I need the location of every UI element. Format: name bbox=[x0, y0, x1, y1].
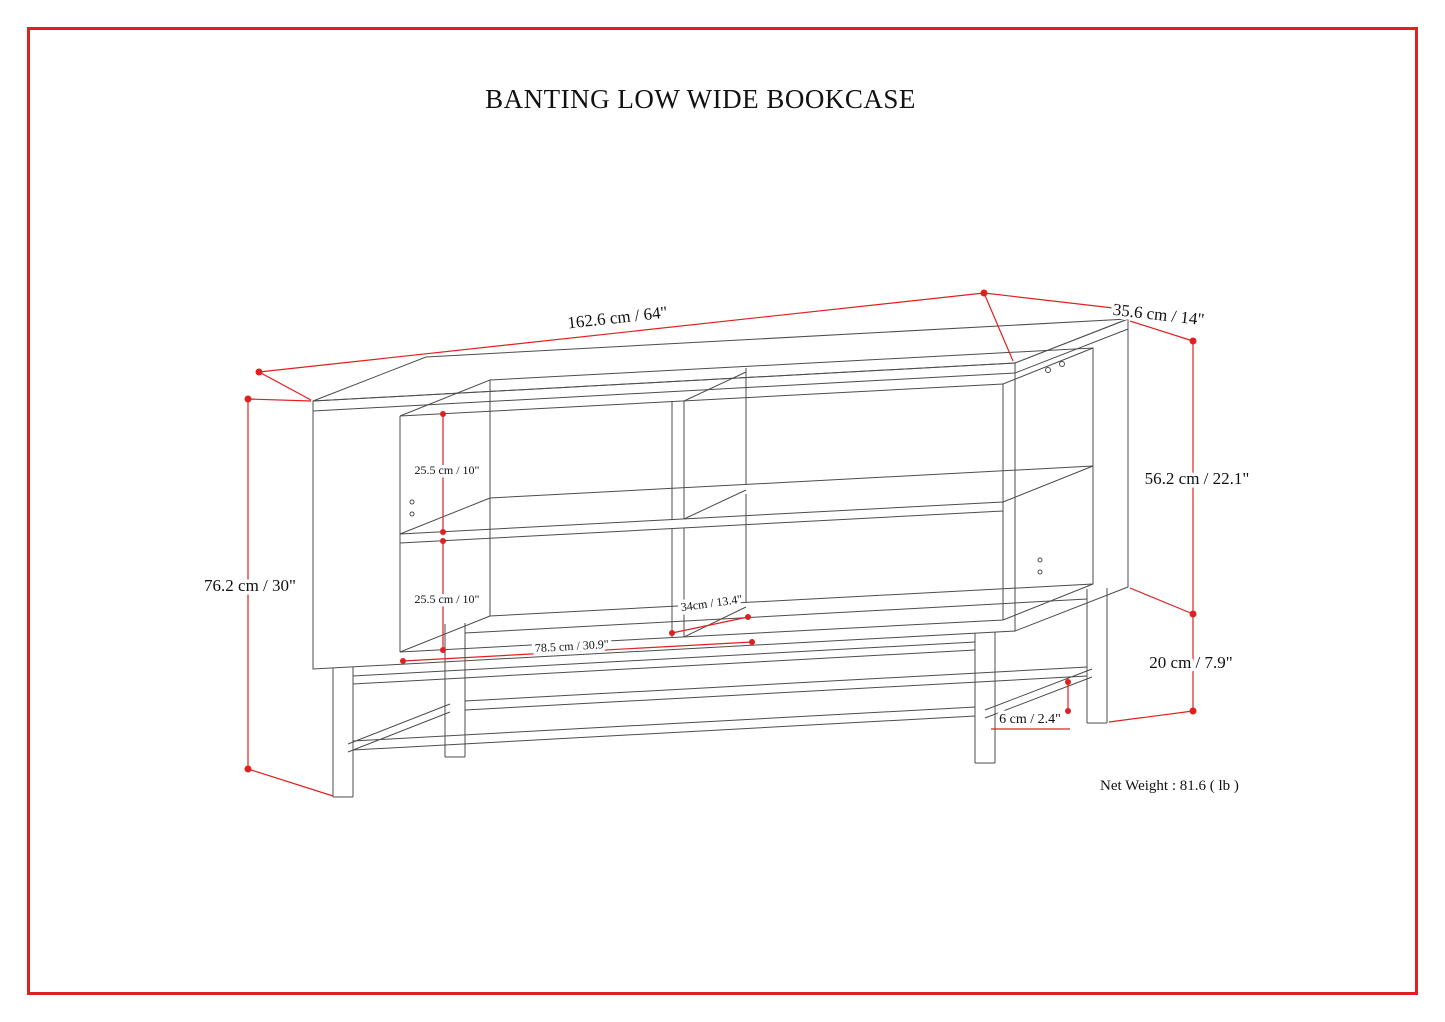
base-top-rails bbox=[352, 598, 1088, 685]
center-divider-lower bbox=[671, 494, 747, 638]
dimension-endpoints bbox=[244, 289, 1197, 773]
leg-back-right bbox=[1086, 588, 1108, 724]
interior-depth-edges bbox=[399, 347, 1094, 653]
dim-width-label: 162.6 cm / 64" bbox=[566, 303, 668, 333]
base-stretchers bbox=[347, 666, 1093, 753]
dim-opening-top-label: 25.5 cm / 10" bbox=[415, 463, 480, 477]
dim-interior-width-label: 78.5 cm / 30.9" bbox=[534, 637, 609, 655]
dim-overall-height-label: 76.2 cm / 30" bbox=[204, 576, 296, 595]
dim-line-depth bbox=[983, 292, 1123, 310]
net-weight-label: Net Weight : 81.6 ( lb ) bbox=[1100, 778, 1239, 794]
leg-front-right bbox=[974, 632, 996, 764]
dim-line-interior-width bbox=[402, 641, 753, 662]
dim-base-height-label: 20 cm / 7.9" bbox=[1149, 653, 1232, 672]
center-divider-upper bbox=[671, 368, 747, 520]
top-panel-edge bbox=[312, 328, 1129, 412]
back-panel bbox=[489, 347, 1094, 617]
page-title: BANTING LOW WIDE BOOKCASE bbox=[485, 84, 916, 114]
extension-lines bbox=[247, 292, 1194, 797]
cabinet-right-face bbox=[1014, 318, 1129, 632]
dim-frame-tube-label: 6 cm / 2.4" bbox=[999, 712, 1061, 727]
dim-opening-bottom-label: 25.5 cm / 10" bbox=[415, 592, 480, 606]
dim-line-width bbox=[258, 292, 985, 373]
dim-line-interior-depth bbox=[671, 616, 749, 634]
dim-interior-depth-label: 34cm / 13.4" bbox=[680, 592, 743, 614]
dim-depth-label: 35.6 cm / 14" bbox=[1112, 300, 1205, 329]
leg-back-left bbox=[444, 623, 466, 758]
shelf-pin-holes bbox=[409, 361, 1065, 575]
dim-body-height-label: 56.2 cm / 22.1" bbox=[1145, 469, 1250, 488]
dimension-lines bbox=[244, 289, 1197, 797]
bookcase-outline bbox=[312, 318, 1129, 670]
middle-shelf bbox=[399, 465, 1094, 544]
base-frame bbox=[332, 588, 1108, 798]
leg-front-left bbox=[332, 667, 354, 798]
